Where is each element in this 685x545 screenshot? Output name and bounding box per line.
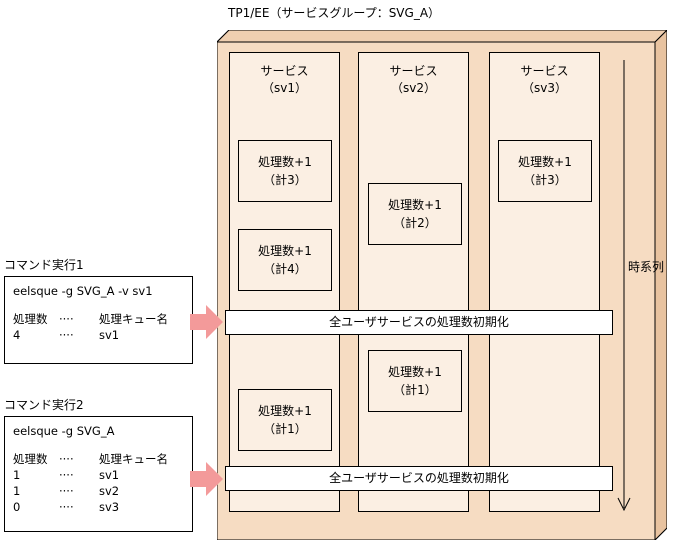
pink-arrow-icon	[190, 462, 223, 496]
output-row: 0 ···· sv3	[13, 499, 184, 515]
row-name: sv1	[99, 328, 120, 342]
service-title: サービス	[260, 64, 309, 78]
row-name: sv1	[99, 468, 120, 482]
service-header: サービス （sv1）	[230, 63, 339, 97]
row-name: sv3	[99, 500, 120, 514]
service-group-title: TP1/EE（サービスグループ：SVG_A）	[228, 6, 441, 20]
process-label: 処理数+1	[388, 365, 442, 379]
header-name: 処理キュー名	[99, 452, 168, 466]
init-bar-2: 全ユーザサービスの処理数初期化	[225, 466, 613, 491]
command-label-1: コマンド実行1	[4, 258, 84, 272]
service-title: サービス	[520, 64, 569, 78]
header-count: 処理数	[13, 452, 48, 466]
output-header: 処理数 ···· 処理キュー名	[13, 311, 184, 327]
command-text: eelsque -g SVG_A	[13, 424, 115, 438]
output-row: 1 ···· sv2	[13, 483, 184, 499]
output-row: 1 ···· sv1	[13, 467, 184, 483]
process-label: 処理数+1	[518, 155, 572, 169]
row-count: 1	[13, 484, 21, 498]
service-column-sv3: サービス （sv3）	[489, 52, 600, 512]
command-output-2: eelsque -g SVG_A 処理数 ···· 処理キュー名 1 ···· …	[4, 416, 193, 532]
process-label: 処理数+1	[388, 198, 442, 212]
row-count: 4	[13, 328, 21, 342]
process-label: 処理数+1	[258, 404, 312, 418]
process-box-sv1-3: 処理数+1 （計3）	[238, 140, 332, 202]
process-total: （計4）	[263, 262, 307, 276]
service-id: （sv1）	[262, 81, 307, 95]
row-dots: ····	[59, 500, 74, 514]
header-dots: ····	[59, 312, 74, 326]
service-id: （sv2）	[391, 81, 436, 95]
row-count: 1	[13, 468, 21, 482]
process-total: （計1）	[393, 383, 437, 397]
command-label-2: コマンド実行2	[4, 398, 84, 412]
row-dots: ····	[59, 484, 74, 498]
process-label: 処理数+1	[258, 244, 312, 258]
process-total: （計1）	[263, 422, 307, 436]
service-id: （sv3）	[522, 81, 567, 95]
process-total: （計2）	[393, 216, 437, 230]
row-dots: ····	[59, 328, 74, 342]
service-column-sv2: サービス （sv2）	[358, 52, 469, 512]
process-total: （計3）	[263, 173, 307, 187]
header-count: 処理数	[13, 312, 48, 326]
output-row: 4 ···· sv1	[13, 327, 184, 343]
command-text: eelsque -g SVG_A -v sv1	[13, 284, 153, 298]
header-dots: ····	[59, 452, 74, 466]
service-header: サービス （sv2）	[359, 63, 468, 97]
row-dots: ····	[59, 468, 74, 482]
process-box-sv1-4: 処理数+1 （計4）	[238, 229, 332, 291]
output-header: 処理数 ···· 処理キュー名	[13, 451, 184, 467]
process-label: 処理数+1	[258, 155, 312, 169]
command-output-1: eelsque -g SVG_A -v sv1 処理数 ···· 処理キュー名 …	[4, 276, 193, 364]
row-count: 0	[13, 500, 21, 514]
time-series-label: 時系列	[628, 260, 665, 274]
service-header: サービス （sv3）	[490, 63, 599, 97]
process-box-sv2-2: 処理数+1 （計2）	[368, 183, 462, 245]
service-title: サービス	[389, 64, 438, 78]
pink-arrow-icon	[190, 305, 223, 339]
process-box-sv2-1: 処理数+1 （計1）	[368, 350, 462, 412]
header-name: 処理キュー名	[99, 312, 168, 326]
row-name: sv2	[99, 484, 120, 498]
process-box-sv1-1: 処理数+1 （計1）	[238, 389, 332, 451]
process-box-sv3-3: 処理数+1 （計3）	[498, 140, 592, 202]
process-total: （計3）	[523, 173, 567, 187]
time-arrow-icon	[617, 60, 631, 512]
init-bar-1: 全ユーザサービスの処理数初期化	[225, 310, 613, 335]
